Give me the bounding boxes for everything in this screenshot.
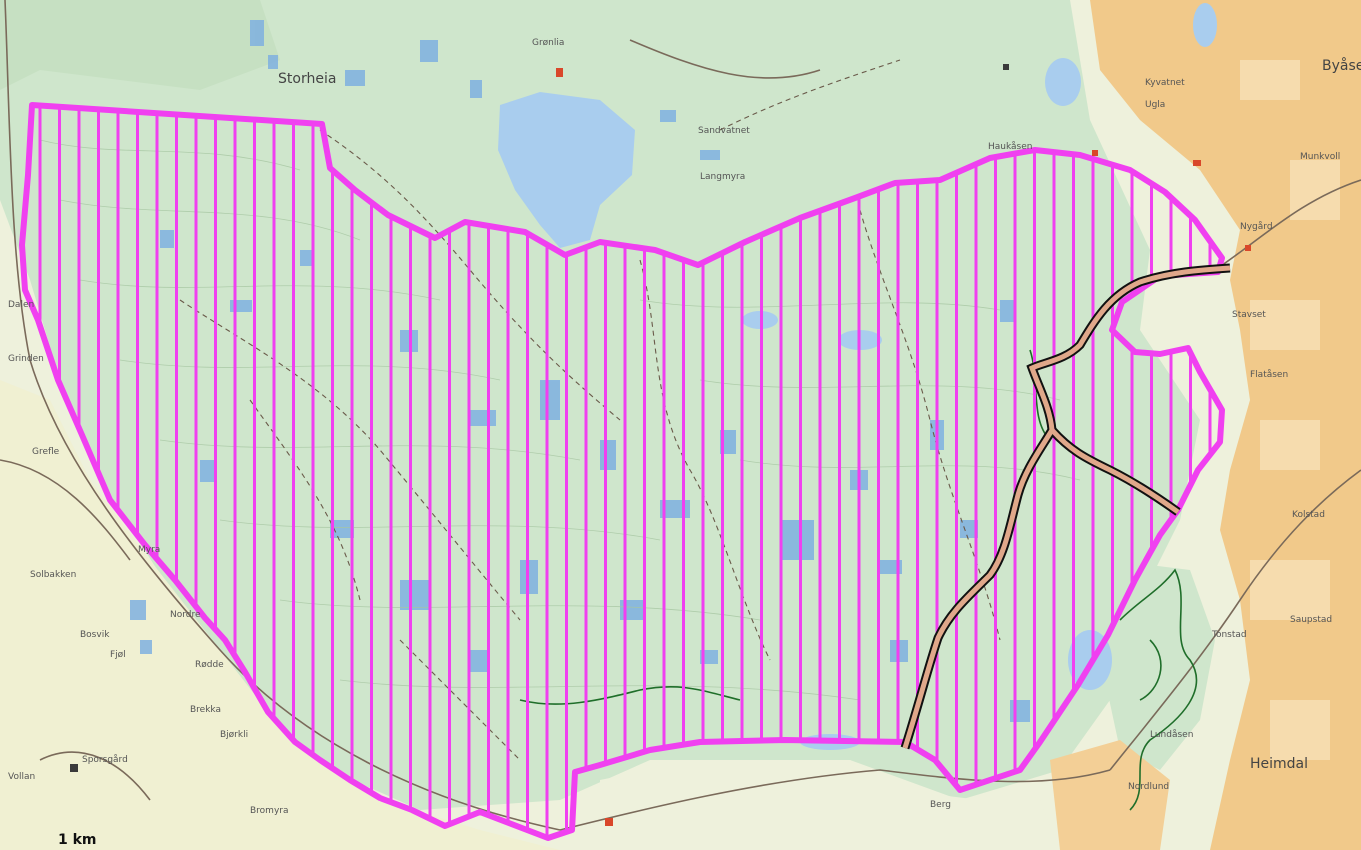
building-marker [70, 764, 78, 772]
place-label-storheia: Storheia [278, 71, 337, 87]
green-trails [519, 349, 1198, 811]
building-marker [1003, 64, 1009, 70]
building-marker [1245, 245, 1251, 251]
protected-zone-outline[interactable] [19, 102, 1225, 841]
scale-bar-label: 1 km [58, 832, 97, 848]
place-label-byasen: Byåse [1322, 58, 1361, 74]
farmland [0, 380, 1060, 850]
building-marker [1092, 150, 1098, 156]
poi-markers [70, 64, 1251, 826]
building-marker [556, 68, 563, 77]
building-marker [605, 818, 613, 826]
building-marker [1193, 160, 1201, 166]
place-label-heimdal: Heimdal [1250, 756, 1309, 772]
forest-areas [0, 0, 1215, 810]
